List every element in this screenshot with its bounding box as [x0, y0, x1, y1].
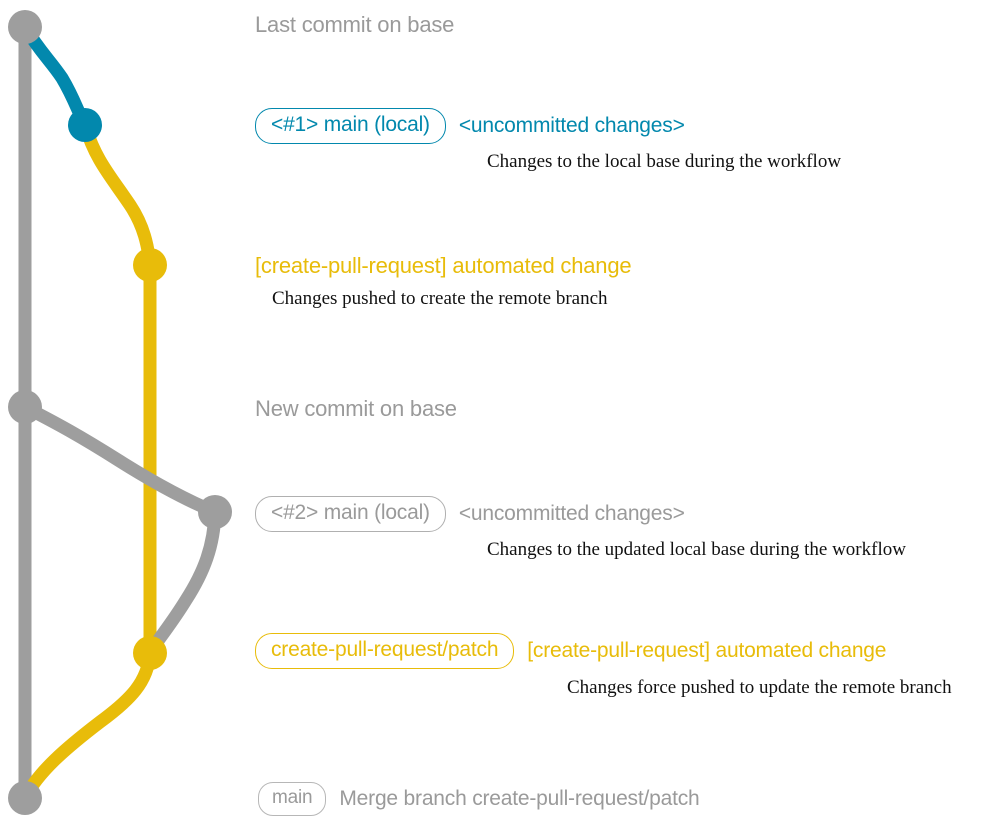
- headline-last-commit-on-base: Last commit on base: [255, 12, 455, 37]
- row-merge-commit: main Merge branch create-pull-request/pa…: [258, 782, 981, 816]
- commit-subject-local-1: <uncommitted changes>: [458, 114, 685, 137]
- row-automated-change-2: create-pull-request/patch [create-pull-r…: [255, 633, 981, 699]
- row-new-commit-on-base: New commit on base: [255, 396, 981, 422]
- ref-pill-create-pull-request-patch[interactable]: create-pull-request/patch: [255, 633, 515, 669]
- local-branch-line-2: [18, 400, 222, 519]
- commit-node-merge[interactable]: [8, 781, 42, 815]
- commit-node-base-new[interactable]: [8, 390, 42, 424]
- ref-pill-local-1[interactable]: <#1> main (local): [255, 108, 446, 144]
- commit-subject-merge: Merge branch create-pull-request/patch: [339, 787, 700, 810]
- local-branch-line-1: [18, 20, 92, 132]
- merge-branch-line: [18, 646, 157, 805]
- headline-automated-change-1: [create-pull-request] automated change: [255, 253, 632, 278]
- commit-subject-automated-change-2: [create-pull-request] automated change: [527, 639, 887, 662]
- commit-description-local-1: Changes to the local base during the wor…: [487, 151, 842, 172]
- row-local-1: <#1> main (local) <uncommitted changes> …: [255, 108, 981, 173]
- commit-description-automated-change-1: Changes pushed to create the remote bran…: [272, 288, 608, 309]
- commit-node-patch-2[interactable]: [133, 636, 167, 670]
- ref-pill-local-2[interactable]: <#2> main (local): [255, 496, 446, 532]
- commit-description-local-2: Changes to the updated local base during…: [487, 539, 906, 560]
- ref-pill-main[interactable]: main: [258, 782, 327, 816]
- commit-description-automated-change-2: Changes force pushed to update the remot…: [567, 677, 952, 698]
- row-local-2: <#2> main (local) <uncommitted changes> …: [255, 496, 981, 561]
- headline-new-commit-on-base: New commit on base: [255, 396, 457, 421]
- commit-node-patch-1[interactable]: [133, 248, 167, 282]
- patch-branch-line-1: [78, 118, 157, 272]
- commit-node-base-head[interactable]: [8, 10, 42, 44]
- row-automated-change-1: [create-pull-request] automated change C…: [255, 253, 981, 310]
- commit-node-local-1[interactable]: [68, 108, 102, 142]
- git-branch-graph: [8, 10, 232, 815]
- commit-node-local-2[interactable]: [198, 495, 232, 529]
- commit-subject-local-2: <uncommitted changes>: [458, 502, 685, 525]
- row-last-commit-on-base: Last commit on base: [255, 12, 981, 38]
- local-to-patch-line: [143, 505, 222, 660]
